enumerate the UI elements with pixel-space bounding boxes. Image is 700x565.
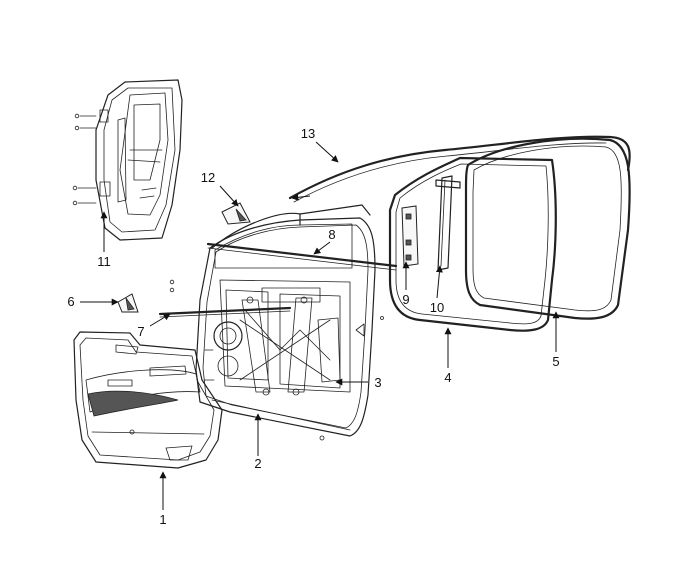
callout-12: 12	[201, 170, 215, 185]
part-6-delta-cover-inner	[117, 293, 139, 313]
callout-6: 6	[67, 294, 74, 309]
callout-3: 3	[374, 375, 381, 390]
leader-13	[315, 141, 339, 163]
part-13-upper-weatherstrip	[288, 135, 631, 203]
callout-1: 1	[159, 512, 166, 527]
leader-13-tail	[291, 193, 311, 201]
part-7-inner-belt-strip	[158, 306, 292, 318]
callout-13: 13	[301, 126, 315, 141]
part-12-delta-cover	[221, 202, 251, 225]
part-11-inner-door-view	[72, 79, 183, 241]
part-8-outer-belt-strip	[206, 242, 398, 271]
part-3-window-regulator	[213, 287, 341, 396]
callout-9: 9	[402, 292, 409, 307]
leader-7	[149, 313, 171, 327]
callout-5: 5	[552, 354, 559, 369]
callout-8: 8	[328, 227, 335, 242]
leader-lines	[80, 141, 560, 510]
callout-11: 11	[97, 254, 111, 269]
callout-labels: 1 2 3 4 5 6 7 8 9 10 11 12 13	[67, 126, 559, 527]
callout-10: 10	[430, 300, 444, 315]
leader-8	[313, 241, 331, 255]
part-5-opening-weatherstrip	[464, 137, 631, 320]
part-9-pillar-garnish	[401, 205, 419, 267]
callout-4: 4	[444, 370, 451, 385]
fastener-dot	[169, 287, 175, 293]
part-1-door-trim	[73, 331, 223, 469]
callout-7: 7	[137, 324, 144, 339]
leader-10	[435, 265, 443, 299]
part-10-channel-strip	[435, 175, 461, 271]
callout-2: 2	[254, 456, 261, 471]
fastener-dot	[169, 279, 175, 285]
part-4-door-weatherstrip	[388, 156, 557, 332]
leader-12	[219, 185, 239, 207]
